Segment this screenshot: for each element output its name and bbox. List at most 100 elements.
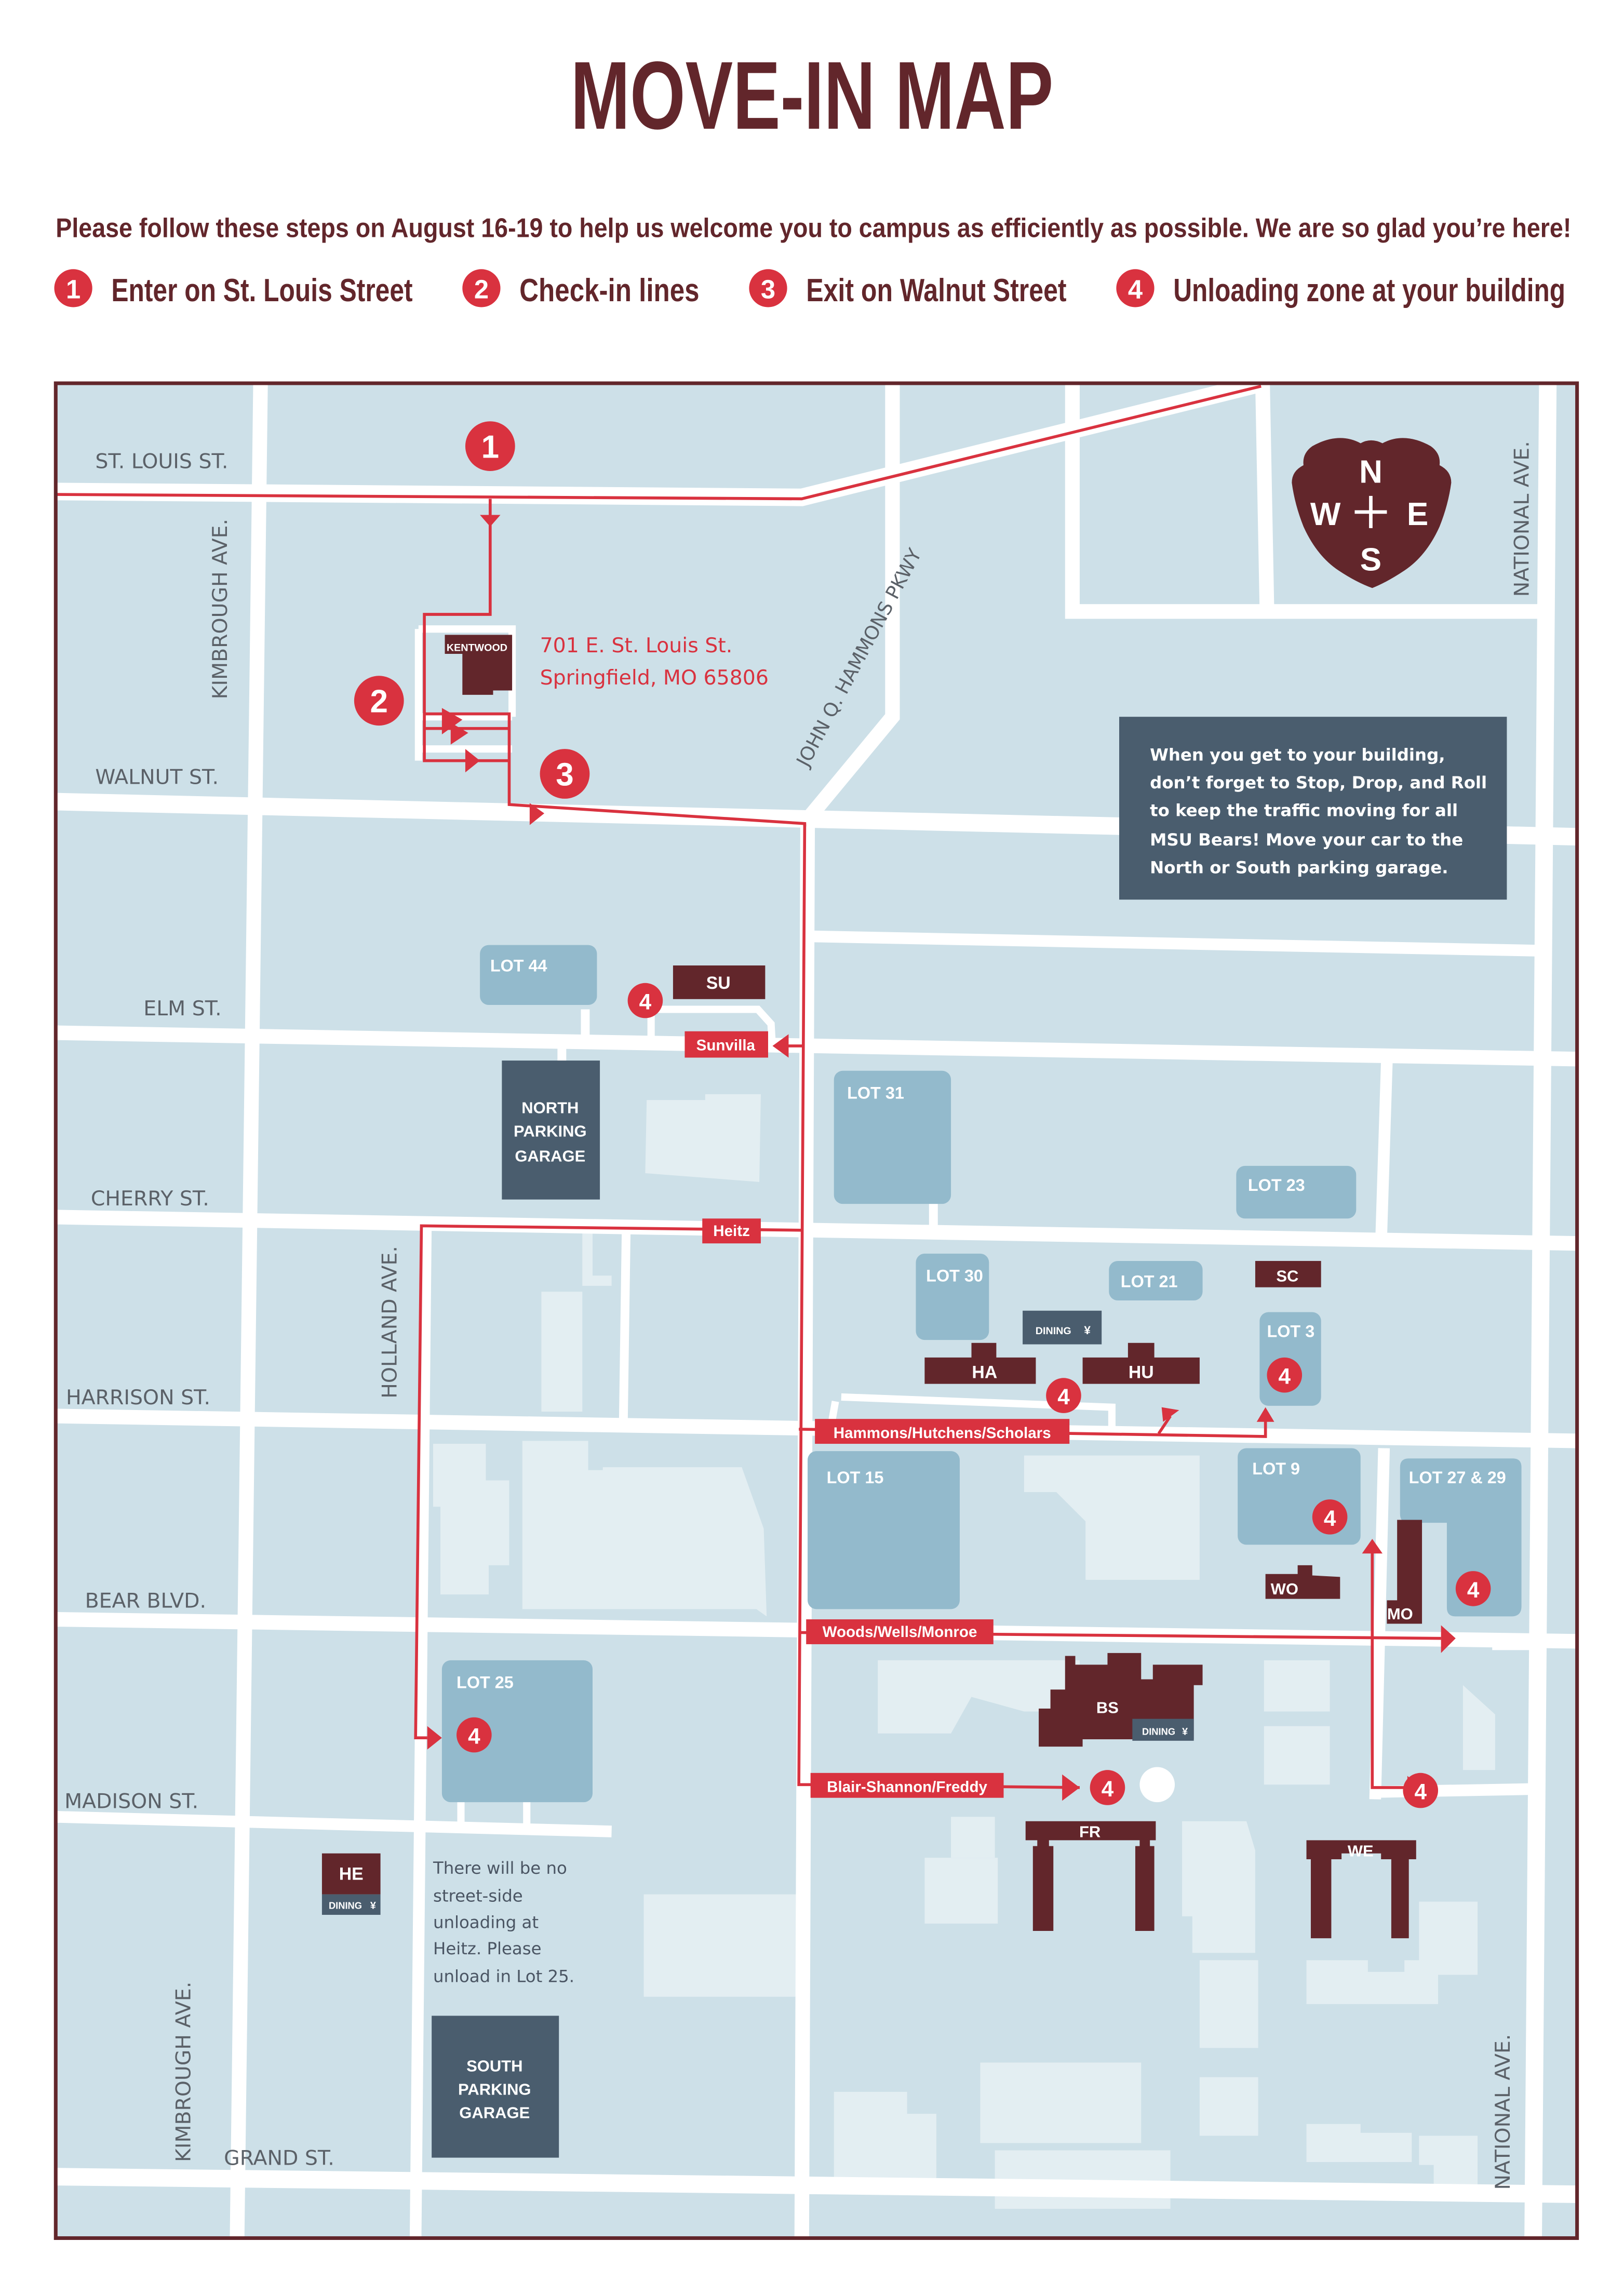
svg-text:4: 4 (1057, 1385, 1070, 1409)
svg-text:4: 4 (1102, 1777, 1114, 1801)
step-2-label: Check-in lines (519, 273, 699, 308)
route-heitz (414, 1224, 802, 1740)
unload-marker-su[interactable]: 4 (627, 983, 663, 1018)
step-2-number: 2 (474, 275, 489, 304)
step-3-label: Exit on Walnut Street (806, 273, 1066, 308)
bsf-tag[interactable] (810, 1773, 1004, 1798)
grand-st-road (56, 2168, 1577, 2203)
fr-label: FR (1079, 1823, 1100, 1841)
step-2-badge (462, 269, 501, 307)
holland-ave-label: HOLLAND AVE. (378, 1246, 402, 1399)
lot-21-label: LOT 21 (1121, 1272, 1178, 1291)
legend-step-3: 3 Exit on Walnut Street (749, 269, 1067, 308)
dining-hill-label: DINING (329, 1900, 362, 1911)
lot-44-label: LOT 44 (490, 956, 547, 975)
route-step-markers: 1 2 3 (354, 421, 590, 799)
wwm-tag[interactable] (806, 1619, 994, 1644)
south-garage-label-2: PARKING (458, 2080, 531, 2098)
sc-building (1255, 1260, 1321, 1287)
unload-marker-hammons[interactable]: 4 (1046, 1378, 1081, 1413)
step-3-marker-label: 3 (556, 757, 573, 793)
wo-label: WO (1271, 1580, 1298, 1598)
lot-30 (916, 1253, 989, 1340)
checkin-address-line2: Springfield, MO 65806 (540, 666, 769, 690)
lot-31-label: LOT 31 (847, 1083, 904, 1102)
su-label: SU (706, 973, 731, 993)
lot-25 (441, 1660, 593, 1803)
unload-marker-blair-shannon[interactable]: 4 (1090, 1767, 1175, 1805)
step-2-marker (354, 676, 404, 726)
lot-44 (480, 945, 597, 1005)
south-garage-label-1: SOUTH (466, 2057, 522, 2075)
kimbrough-ave-label-north: KIMBROUGH AVE. (208, 519, 232, 699)
su-building (673, 965, 766, 999)
hhs-tag-label: Hammons/Hutchens/Scholars (834, 1425, 1051, 1442)
heitz-unloading-note: There will be no street-side unloading a… (433, 1858, 574, 1986)
svg-text:4: 4 (1414, 1780, 1427, 1804)
route-st-louis (56, 384, 1261, 501)
grand-st-label: GRAND ST. (224, 2146, 334, 2170)
kentwood-label: KENTWOOD (447, 642, 507, 653)
he-building (321, 1853, 381, 1895)
kimbrough-ave-label-south: KIMBROUGH AVE. (171, 1982, 195, 2162)
unload-marker-lot-3[interactable]: 4 (1267, 1357, 1303, 1393)
checkin-address-line1: 701 E. St. Louis St. (540, 634, 733, 657)
ghost-buildings (433, 1094, 1495, 2209)
north-garage-label-1: NORTH (521, 1098, 579, 1117)
unload-marker-lot-9[interactable]: 4 (1312, 1499, 1348, 1535)
madison-st-road (56, 1811, 612, 1837)
dining-blair-shannon (1132, 1719, 1194, 1741)
svg-text:Heitz. Please: Heitz. Please (433, 1939, 542, 1958)
lot-23 (1236, 1165, 1357, 1219)
lot-9-label: LOT 9 (1252, 1459, 1300, 1478)
bsf-tag-label: Blair-Shannon/Freddy (827, 1778, 987, 1795)
heitz-tag[interactable] (702, 1218, 761, 1244)
kentwood-hall (445, 635, 513, 695)
st-louis-st-label: ST. LOUIS ST. (95, 449, 228, 473)
unload-marker-national[interactable]: 4 (1403, 1773, 1439, 1808)
we-label: WE (1348, 1842, 1374, 1860)
svg-text:There will be no: There will be no (433, 1858, 567, 1878)
sc-label: SC (1276, 1267, 1298, 1285)
national-ave-label-north: NATIONAL AVE. (1510, 441, 1534, 597)
sunvilla-tag[interactable] (685, 1031, 768, 1058)
wwm-tag-label: Woods/Wells/Monroe (823, 1623, 977, 1641)
step-4-label: Unloading zone at your building (1173, 273, 1565, 308)
campus-map[interactable]: ST. LOUIS ST. WALNUT ST. ELM ST. CHERRY … (56, 383, 1577, 2238)
building-labels: SU SC HA HU WO MO BS FR WE HE DINING DIN… (329, 973, 1413, 1912)
svg-text:4: 4 (639, 989, 652, 1014)
jqh-pkwy-road (794, 383, 900, 2238)
step-3-number: 3 (761, 275, 775, 304)
svg-text:unloading at: unloading at (433, 1912, 539, 1932)
compass-east: E (1407, 496, 1428, 532)
step-1-badge (54, 269, 92, 307)
we-building (1306, 1840, 1416, 1939)
cherry-st-label: CHERRY ST. (91, 1187, 209, 1211)
holland-ave-road (409, 1226, 432, 2238)
legend-step-1: 1 Enter on St. Louis Street (54, 269, 413, 308)
dining-hammons-label: DINING (1036, 1325, 1071, 1337)
lot-30-label: LOT 30 (926, 1266, 983, 1285)
stop-drop-roll-note: When you get to your building, don’t for… (1119, 717, 1507, 900)
svg-text:don’t forget to Stop, Drop, an: don’t forget to Stop, Drop, and Roll (1150, 773, 1487, 793)
unload-marker-lot-27-29[interactable]: 4 (1455, 1571, 1491, 1606)
svg-text:4: 4 (1279, 1364, 1291, 1389)
dining-hill (321, 1894, 381, 1915)
fork-knife-icon: ¥ (1084, 1324, 1091, 1337)
intro-text: Please follow these steps on August 16-1… (56, 213, 1571, 243)
hhs-tag[interactable] (815, 1419, 1070, 1444)
unloading-zone-markers: 4 4 4 4 4 4 4 4 (457, 983, 1491, 1808)
lot-27-29 (1400, 1458, 1522, 1617)
elm-st-label: ELM ST. (143, 997, 221, 1021)
south-parking-garage (432, 2016, 559, 2158)
lot-25-label: LOT 25 (457, 1673, 514, 1692)
unload-marker-lot-25[interactable]: 4 (457, 1717, 492, 1753)
map-background (56, 383, 1577, 2238)
compass-west: W (1310, 496, 1341, 532)
hu-label: HU (1129, 1362, 1154, 1382)
lot-15-label: LOT 15 (827, 1468, 884, 1487)
lot-27-29-label: LOT 27 & 29 (1409, 1468, 1506, 1487)
step-1-marker-label: 1 (481, 429, 499, 465)
svg-text:street-side: street-side (433, 1886, 523, 1906)
